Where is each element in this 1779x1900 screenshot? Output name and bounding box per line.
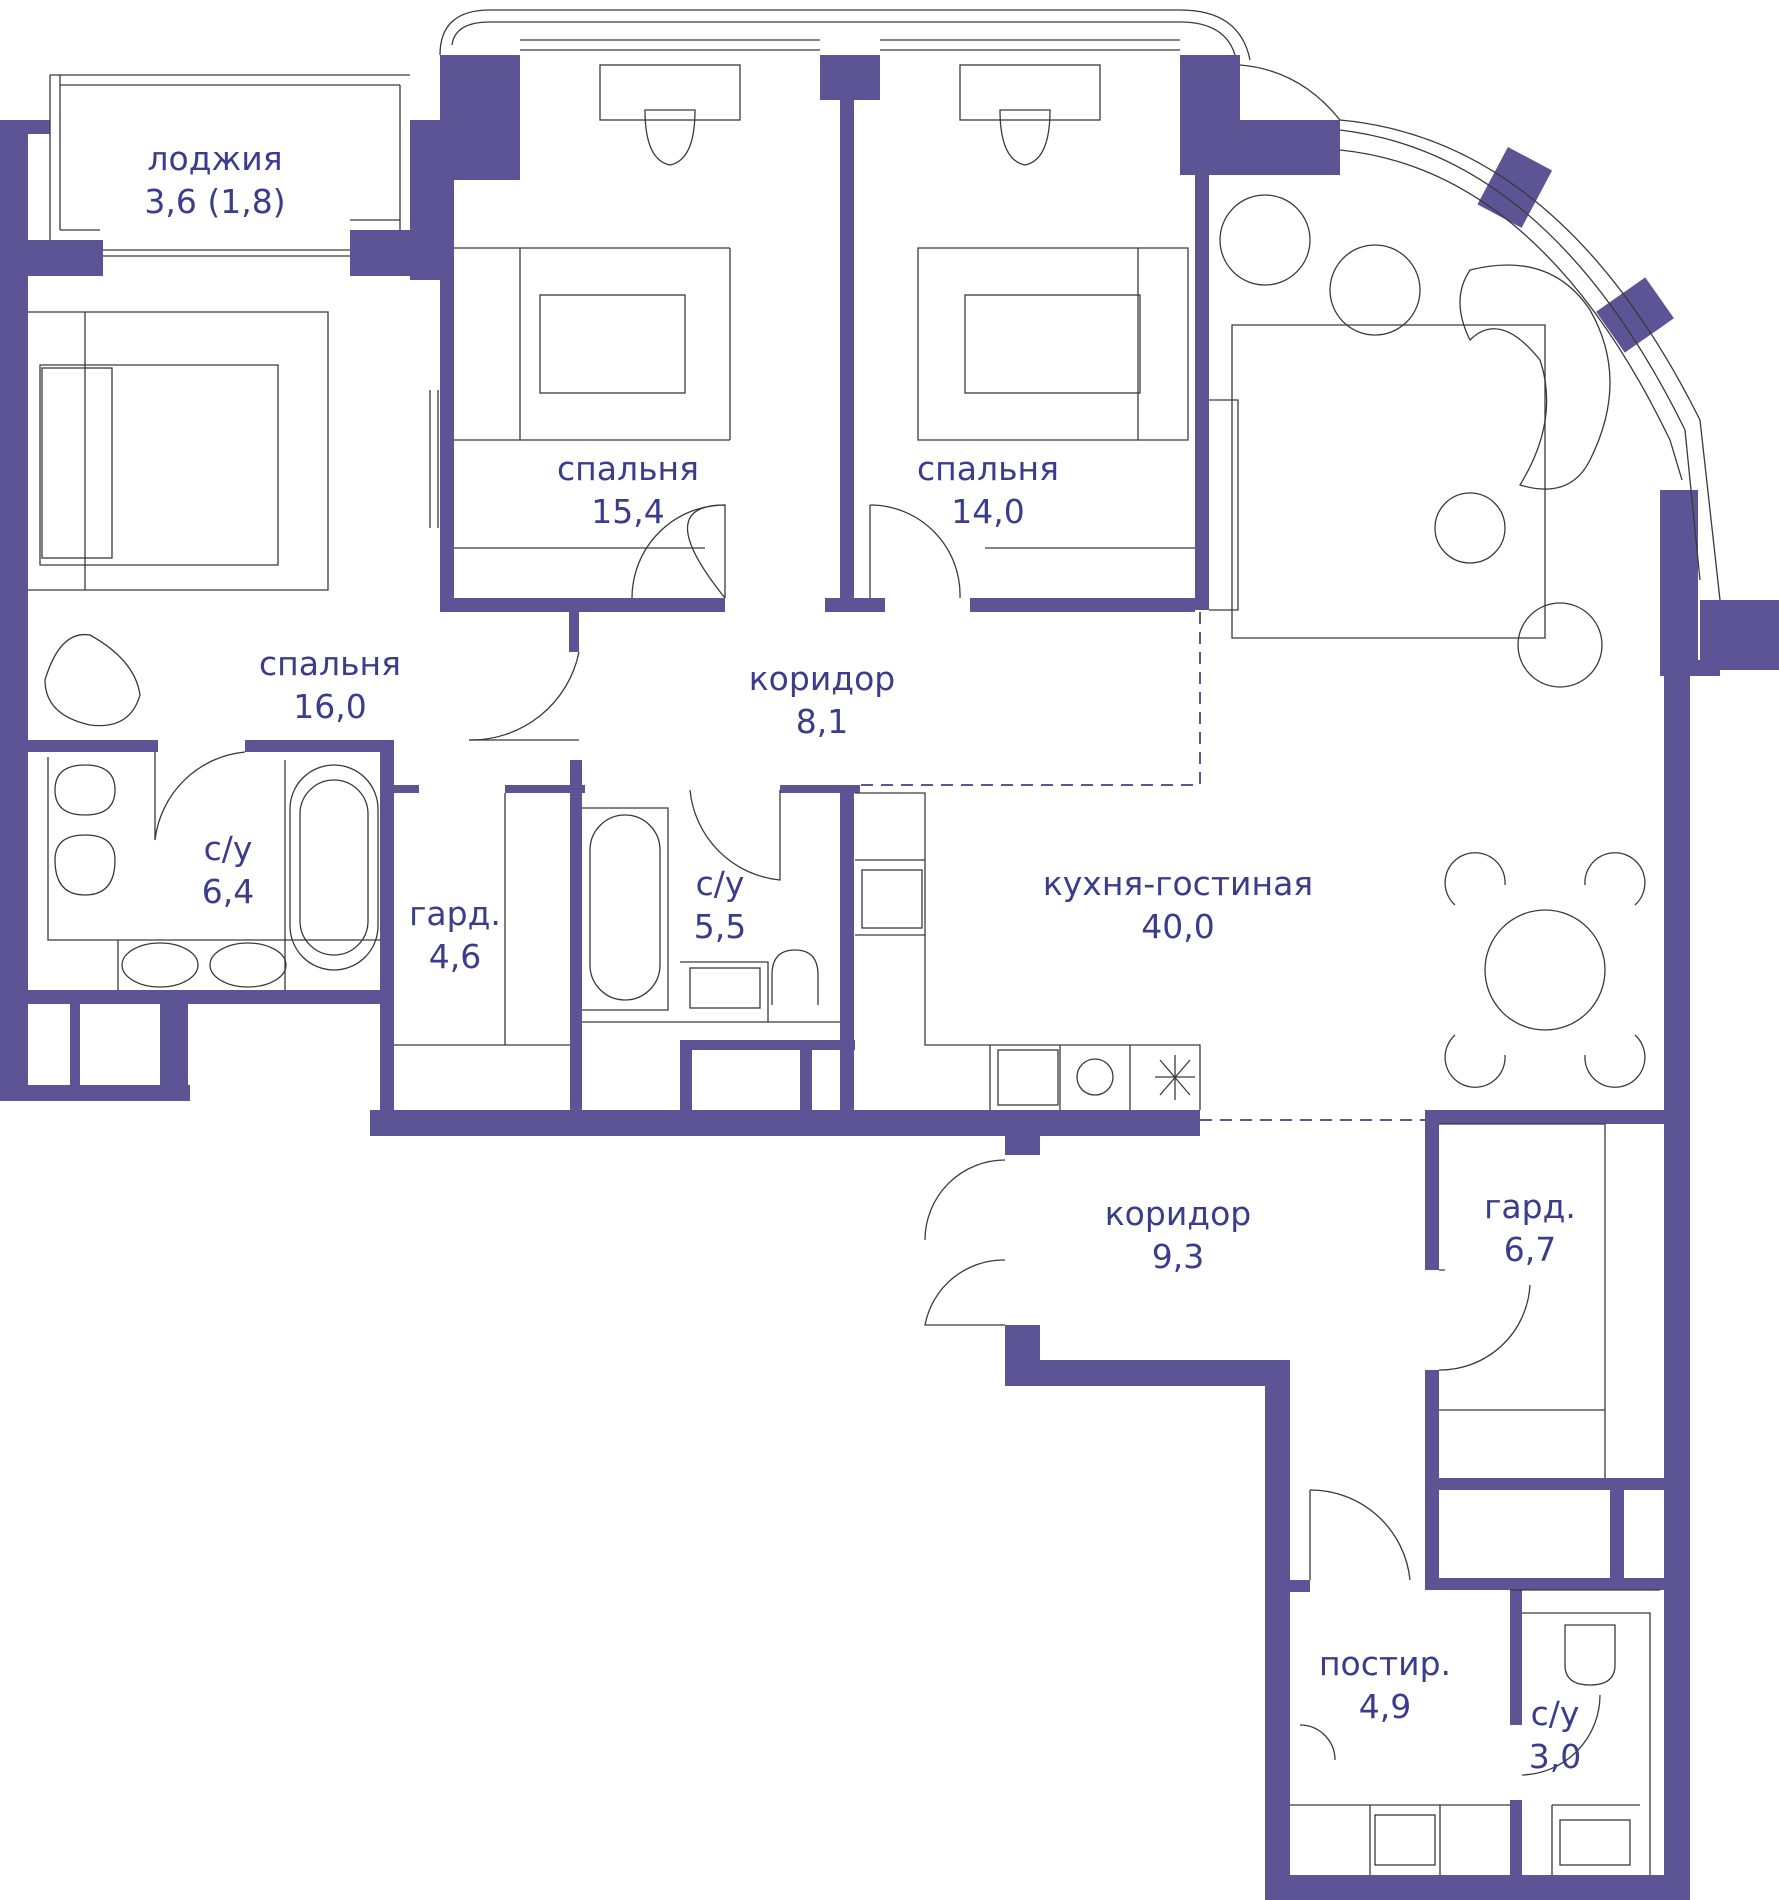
room-bedroom-3-name: спальня [917,449,1059,488]
room-kitchen-living-area: 40,0 [1141,907,1214,946]
room-bedroom-1-name: спальня [259,644,401,683]
room-laundry-area: 4,9 [1359,1687,1411,1726]
door-swings [154,504,1601,1776]
room-bathroom-1-name: с/у [204,829,253,868]
room-labels: лоджия 3,6 (1,8) спальня 15,4 спальня 14… [144,139,1581,1776]
room-kitchen-living-name: кухня-гостиная [1043,864,1313,903]
room-loggia-area: 3,6 (1,8) [144,182,285,221]
room-loggia-name: лоджия [147,139,282,178]
room-corridor-1-area: 8,1 [796,702,848,741]
room-wardrobe-2-area: 6,7 [1504,1230,1556,1269]
room-bathroom-1-area: 6,4 [202,872,254,911]
room-corridor-2-name: коридор [1105,1194,1251,1233]
room-corridor-2-area: 9,3 [1152,1237,1204,1276]
room-bedroom-3-area: 14,0 [951,492,1024,531]
room-bathroom-2-name: с/у [696,864,745,903]
room-wardrobe-2-name: гард. [1484,1187,1576,1226]
room-wardrobe-1-area: 4,6 [429,937,481,976]
room-bedroom-2-name: спальня [557,449,699,488]
furniture [41,64,1646,1866]
walls [0,55,1779,1900]
room-bedroom-2-area: 15,4 [591,492,664,531]
room-bathroom-3-name: с/у [1531,1694,1580,1733]
room-laundry-name: постир. [1319,1644,1451,1683]
room-corridor-1-name: коридор [749,659,895,698]
room-wardrobe-1-name: гард. [409,894,501,933]
room-bathroom-3-area: 3,0 [1529,1737,1581,1776]
plan-lines [28,9,1721,1875]
zone-dashes [855,612,1425,1121]
room-bathroom-2-area: 5,5 [694,907,746,946]
room-bedroom-1-area: 16,0 [293,687,366,726]
